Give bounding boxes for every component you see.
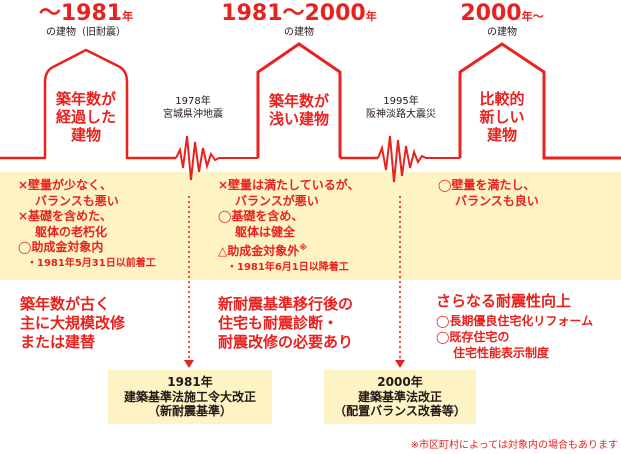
- era-sub-1: の建物（旧耐震）: [46, 27, 126, 38]
- notes-band: [0, 172, 621, 280]
- era-sub-2: の建物: [284, 27, 314, 38]
- era-title-1: 〜1981年: [38, 1, 134, 26]
- notes-col1: ×壁量が少なく、 バランスも悪い ×基礎を含めた、 躯体の老朽化 ◯助成金対象内…: [18, 178, 156, 269]
- old-house-outline: [0, 48, 176, 160]
- footnote: ※市区町村によっては対象内の場合もあります: [410, 440, 618, 451]
- revision-2000-box: 2000年建築基準法改正（配置バランス改善等）: [324, 370, 476, 424]
- revision-1981-box: 1981年建築基準法施工令大改正（新耐震基準）: [108, 370, 272, 424]
- mid-house-label: 築年数が浅い建物: [268, 92, 329, 128]
- arrow-down-icon: [395, 360, 405, 368]
- era-sub-3: の建物: [487, 27, 517, 38]
- era-title-3: 2000年〜: [460, 1, 544, 26]
- summary-col2: 新耐震基準移行後の住宅も耐震診断・耐震改修の必要あり: [218, 295, 354, 351]
- quake-1978-label: 1978年宮城県沖地震: [163, 96, 223, 120]
- mid-house-outline: [256, 42, 342, 158]
- era-title-2: 1981〜2000年: [221, 1, 377, 26]
- arrow-down-icon: [184, 360, 194, 368]
- new-house-outline: [458, 42, 621, 160]
- quake-1978-wave: [175, 135, 258, 181]
- new-house-label: 比較的新しい建物: [479, 90, 525, 144]
- notes-col2: ×壁量は満たしているが、 バランスが悪い ◯基礎を含め、 躯体は健全 △助成金対…: [218, 178, 360, 273]
- summary-col1: 築年数が古く主に大規模改修または建替: [20, 295, 126, 351]
- quake-1995-label: 1995年阪神淡路大震災: [366, 96, 436, 120]
- old-house-label: 築年数が経過した建物: [55, 90, 116, 144]
- notes-col3: ◯壁量を満たし、 バランスも良い: [438, 178, 539, 208]
- summary-col3: さらなる耐震性向上 ◯長期優良住宅化リフォーム ◯既存住宅の 住宅性能表示制度: [436, 292, 616, 361]
- summary-col3-head: さらなる耐震性向上: [436, 292, 572, 310]
- quake-1995-wave: [377, 135, 460, 183]
